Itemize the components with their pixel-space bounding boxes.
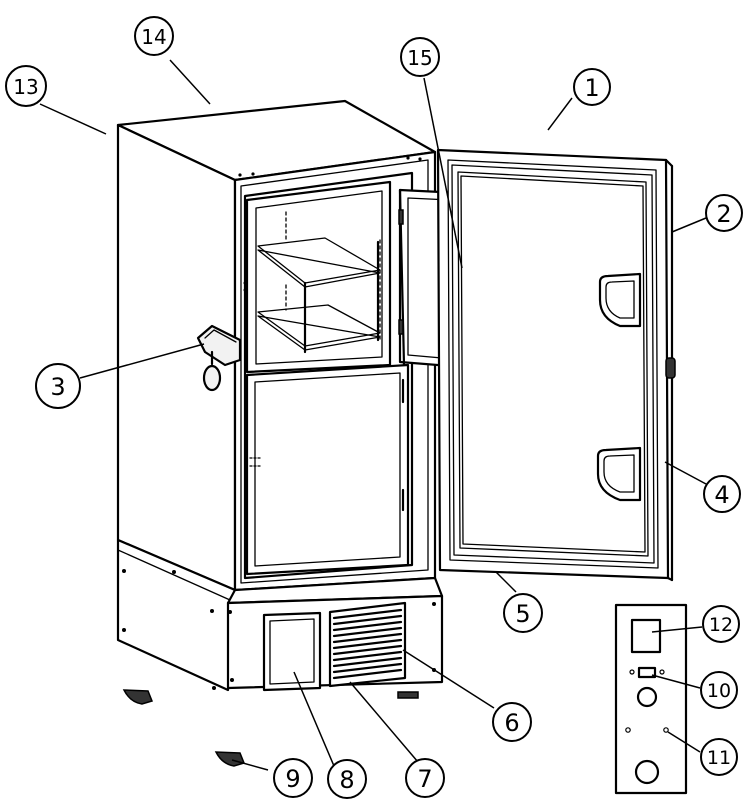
leader-15: [423, 77, 463, 269]
outer-door: [436, 148, 676, 582]
cabinet: [116, 99, 444, 767]
display-screen: [630, 618, 662, 654]
leader-14: [169, 59, 211, 105]
door-pocket-upper: [598, 272, 642, 328]
callout-6: 6: [492, 702, 532, 742]
callouts: 1 2 3 4 5 6 7 8: [5, 16, 743, 799]
leader-2: [671, 217, 707, 233]
grille-slats: [332, 608, 403, 680]
leader-10: [651, 674, 701, 689]
callout-10-label: 10: [707, 680, 731, 702]
indicator-light: [663, 727, 669, 733]
foot: [214, 751, 246, 767]
callout-10: 10: [700, 671, 738, 709]
callout-9: 9: [273, 758, 313, 798]
inner-door-upper-frame: [245, 180, 392, 374]
door-gasket-inner: [460, 175, 646, 553]
callout-9-label: 9: [285, 765, 300, 793]
door-pocket-lower: [596, 446, 642, 502]
leader-9: [231, 759, 269, 771]
door-handle: [196, 281, 247, 392]
control-knob-upper: [636, 686, 658, 708]
access-panel: [262, 611, 322, 692]
callout-3: 3: [35, 363, 81, 409]
callout-11: 11: [700, 738, 738, 776]
handle-lock: [202, 364, 222, 392]
door-gasket-outer: [447, 159, 659, 569]
callout-1: 1: [573, 68, 611, 106]
callout-14: 14: [134, 16, 174, 56]
inner-door-lower: [245, 363, 410, 576]
callout-2: 2: [705, 194, 743, 232]
leader-6: [402, 649, 495, 709]
leader-13: [39, 103, 107, 135]
usb-port: [637, 666, 657, 679]
control-panel-detail: [614, 603, 688, 795]
callout-4: 4: [703, 475, 741, 513]
callout-8-label: 8: [339, 766, 354, 794]
outer-door-panel: [436, 148, 670, 580]
callout-12: 12: [702, 605, 740, 643]
callout-15: 15: [400, 37, 440, 77]
callout-4-label: 4: [714, 481, 729, 509]
leader-5: [495, 571, 517, 593]
leader-1: [547, 97, 573, 131]
leader-4: [664, 461, 707, 485]
callout-8: 8: [327, 759, 367, 799]
callout-14-label: 14: [141, 25, 166, 49]
base-left-side: [116, 538, 237, 692]
control-knob-lower: [634, 759, 660, 785]
callout-1-label: 1: [584, 74, 599, 102]
callout-7-label: 7: [417, 765, 432, 793]
leader-lines: [39, 59, 707, 771]
leader-11: [667, 731, 701, 753]
callout-11-label: 11: [707, 747, 731, 769]
callout-2-label: 2: [716, 200, 731, 228]
callout-13: 13: [5, 65, 47, 107]
leader-8: [293, 671, 335, 767]
callout-7: 7: [405, 758, 445, 798]
callout-5: 5: [503, 593, 543, 633]
callout-13-label: 13: [13, 75, 38, 99]
door-lock: [665, 357, 676, 379]
callout-6-label: 6: [504, 709, 519, 737]
callout-5-label: 5: [515, 600, 530, 628]
foot-right: [397, 691, 419, 699]
callout-15-label: 15: [407, 46, 432, 70]
front-foot-left: [122, 689, 154, 705]
callout-12-label: 12: [709, 614, 733, 636]
leader-7: [349, 681, 419, 763]
leader-3: [79, 343, 205, 379]
indicator-light: [625, 727, 631, 733]
leader-12: [651, 626, 703, 633]
callout-3-label: 3: [50, 373, 65, 401]
